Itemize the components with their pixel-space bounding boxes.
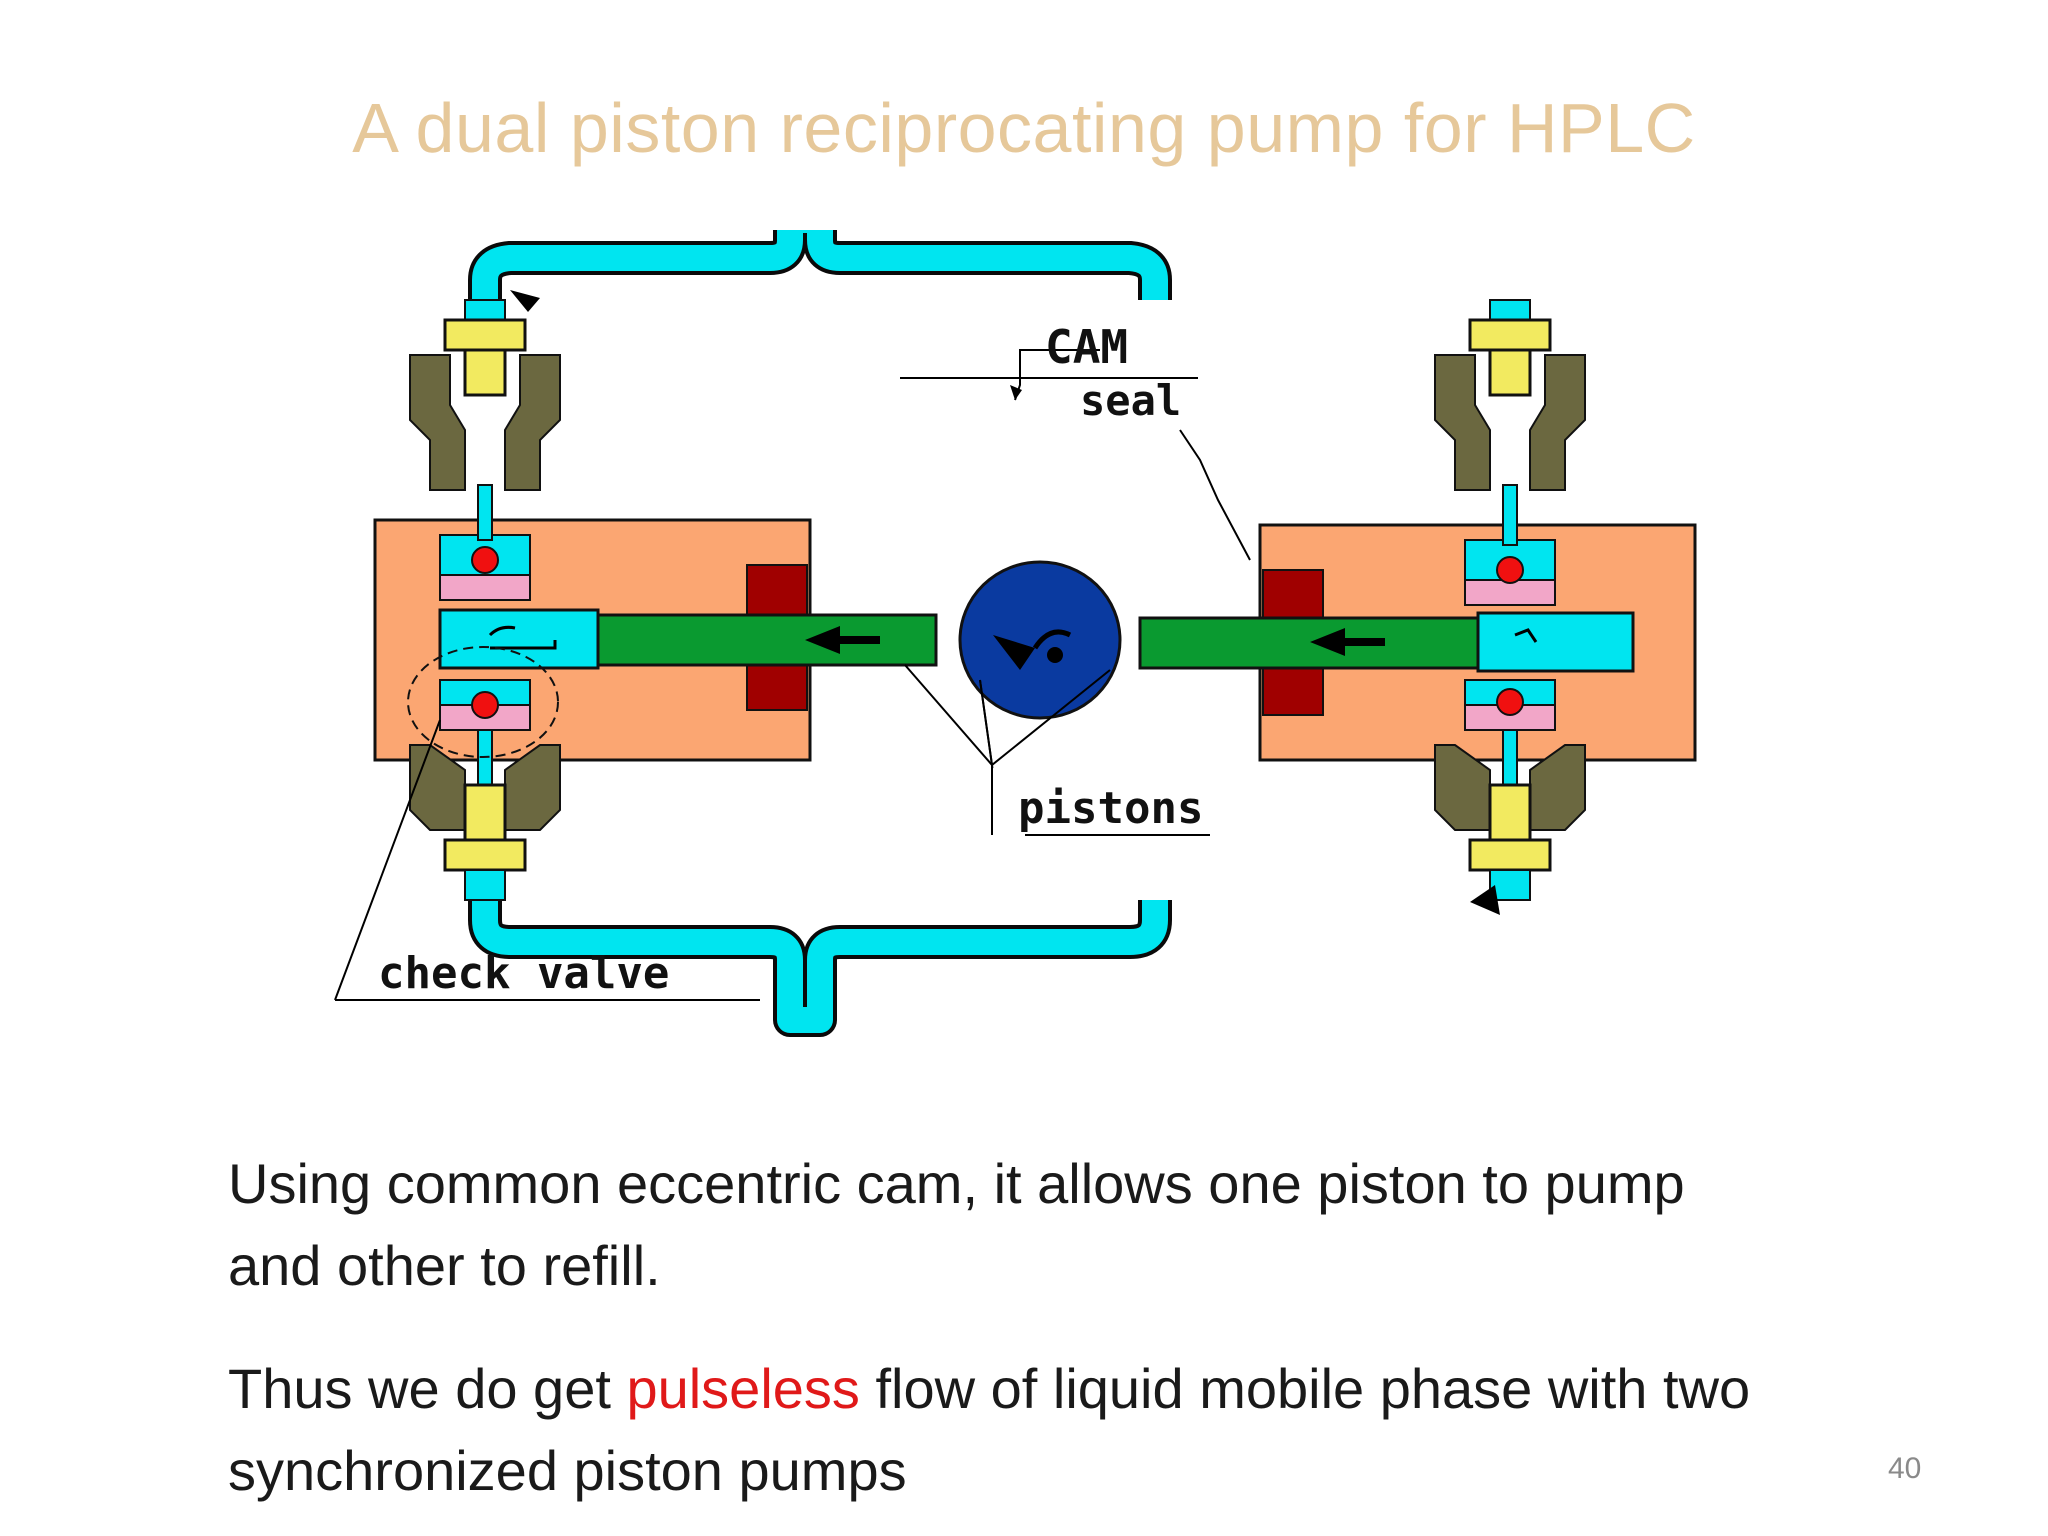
left-piston bbox=[596, 613, 938, 667]
left-pump-chamber bbox=[438, 608, 600, 670]
pulseless-highlight: pulseless bbox=[626, 1357, 860, 1420]
pistons-label: pistons bbox=[1018, 783, 1203, 834]
para2-start: Thus we do get bbox=[228, 1357, 627, 1420]
left-top-check-valve bbox=[409, 299, 561, 601]
paragraph-pulseless-flow: Thus we do get pulseless flow of liquid … bbox=[228, 1348, 1788, 1512]
slide-title: A dual piston reciprocating pump for HPL… bbox=[352, 89, 1696, 167]
pump-diagram: CAM seal pistons check valve bbox=[300, 230, 1720, 1110]
seal-label: seal bbox=[1080, 376, 1181, 425]
left-bottom-check-valve bbox=[407, 646, 561, 901]
page-number: 40 bbox=[1888, 1452, 1922, 1485]
cam-label: CAM bbox=[1045, 320, 1128, 374]
right-piston bbox=[1138, 616, 1482, 670]
right-bottom-check-valve bbox=[1434, 679, 1586, 901]
para2-end: flow of liquid mobile phase with two syn… bbox=[228, 1357, 1751, 1502]
right-pump-chamber bbox=[1476, 611, 1635, 673]
paragraph-cam-description: Using common eccentric cam, it allows on… bbox=[228, 1152, 1685, 1297]
check-valve-label: check valve bbox=[378, 948, 669, 999]
right-top-check-valve bbox=[1434, 299, 1586, 606]
